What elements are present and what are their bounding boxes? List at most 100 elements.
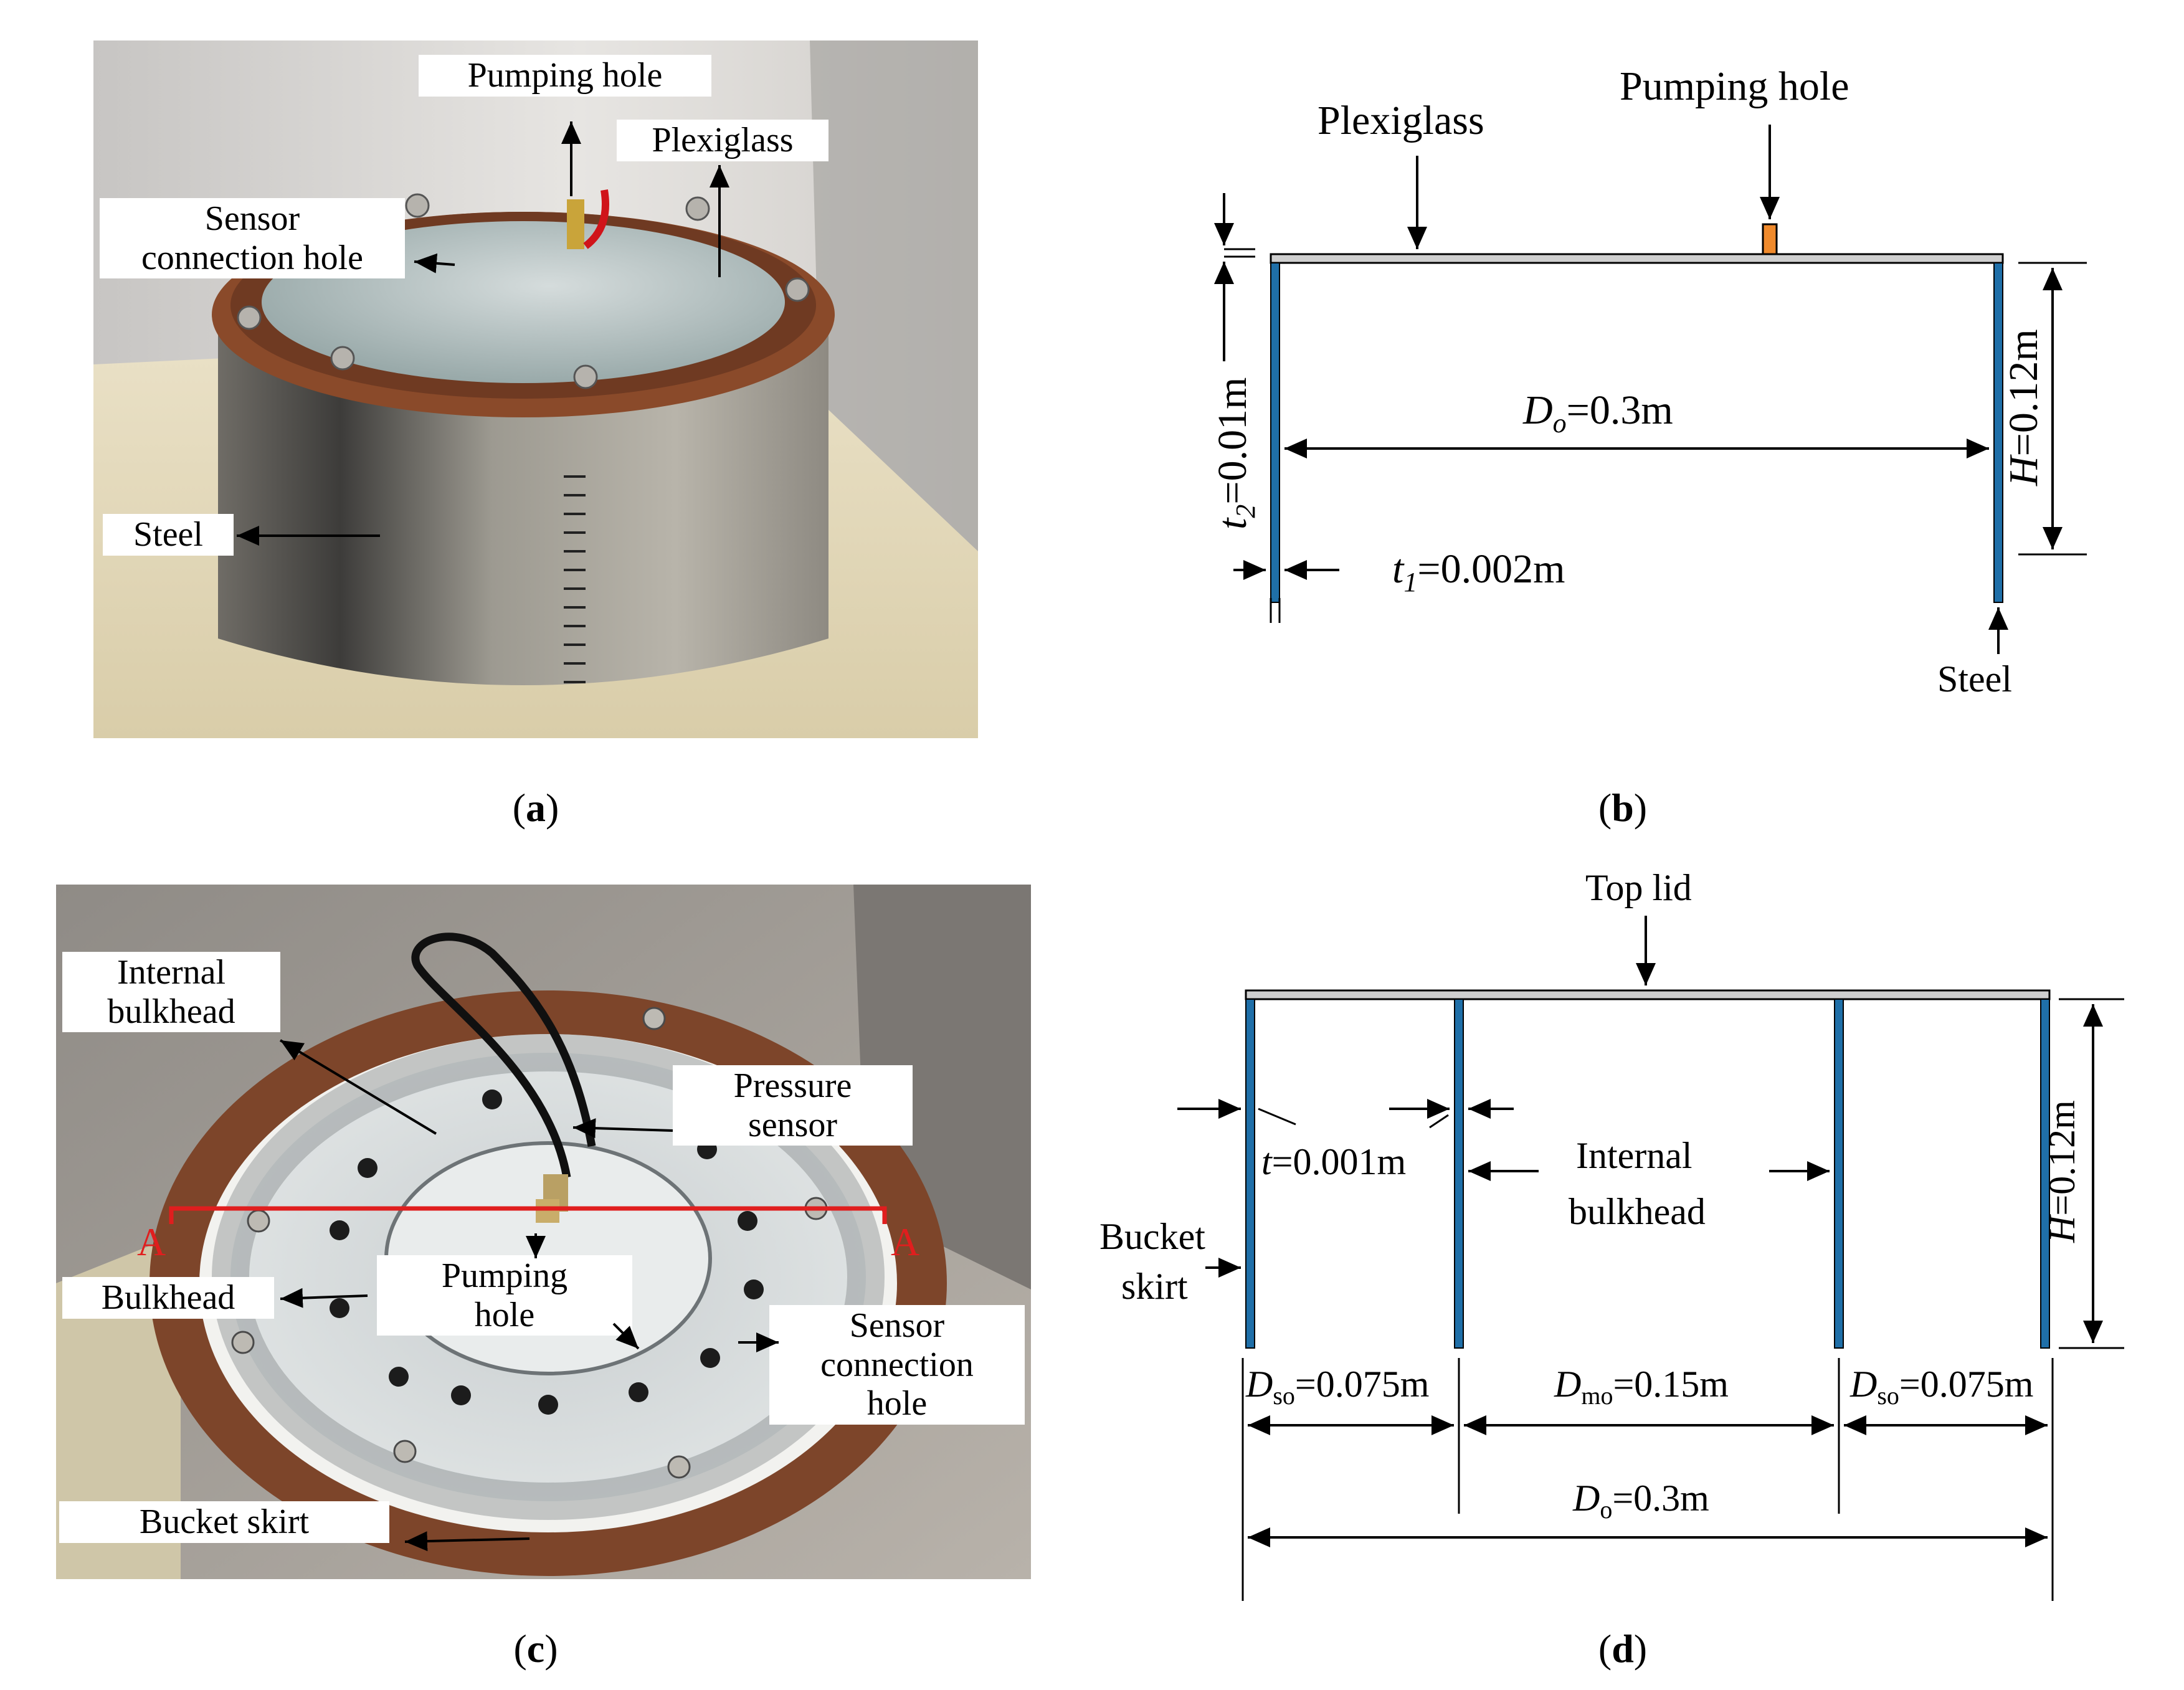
label-internal-bulkhead-d-line2: bulkhead xyxy=(1569,1191,1706,1232)
dmo-subscript: mo xyxy=(1581,1382,1613,1410)
t1-value: =0.002m xyxy=(1417,546,1565,592)
dso-left-symbol: D xyxy=(1245,1364,1273,1405)
arrows-panel-a xyxy=(237,121,729,546)
diagram-panel-b: Plexiglass Pumping hole t2=0.01m Do=0.3m… xyxy=(1134,37,2106,760)
arrows-panel-c: A A xyxy=(137,1039,919,1552)
arrow-sensor-hole-a xyxy=(414,253,455,273)
internal-bulkhead-left-d xyxy=(1454,999,1464,1349)
label-pressure-sensor-c-line1: Pressure xyxy=(733,1066,852,1105)
steel-wall-right-b xyxy=(1993,262,2003,603)
bucket-skirt-left-d xyxy=(1245,999,1255,1349)
label-internal-bulkhead-c-line1: Internal xyxy=(116,953,226,992)
dso-left-subscript: so xyxy=(1273,1382,1295,1410)
plexiglass-lid-b xyxy=(1270,253,2004,264)
arrow-bucket-skirt-c xyxy=(404,1531,530,1552)
h-value-b: =0.12m xyxy=(2001,329,2046,456)
label-sensor-hole-c-line2: connection xyxy=(820,1345,974,1384)
label-t1-b: t1=0.002m xyxy=(1392,546,1565,597)
dmo-symbol: D xyxy=(1554,1364,1581,1405)
label-steel-a: Steel xyxy=(103,514,234,556)
label-pumping-hole-a-text: Pumping hole xyxy=(467,56,663,95)
do-value-b: =0.3m xyxy=(1567,387,1673,433)
t1-symbol: t xyxy=(1392,546,1405,592)
label-pumping-hole-a: Pumping hole xyxy=(419,55,711,97)
caption-d-letter: d xyxy=(1612,1626,1634,1671)
label-internal-bulkhead-c-line2: bulkhead xyxy=(107,992,235,1031)
label-sensor-hole-a-line1: Sensor xyxy=(204,199,300,238)
dso-left-value: =0.075m xyxy=(1295,1364,1430,1405)
label-bucket-skirt-c: Bucket skirt xyxy=(59,1501,389,1543)
label-internal-bulkhead-c: Internal bulkhead xyxy=(62,952,280,1033)
caption-b: (b) xyxy=(1598,786,1648,830)
t-value-d: =0.001m xyxy=(1272,1141,1407,1182)
label-do-b: Do=0.3m xyxy=(1522,387,1673,439)
label-plexiglass-a-text: Plexiglass xyxy=(652,121,794,159)
label-dso-right-d: Dso=0.075m xyxy=(1849,1364,2033,1410)
t2-value: =0.01m xyxy=(1210,377,1255,505)
do-subscript-d: o xyxy=(1600,1496,1612,1524)
caption-d: (d) xyxy=(1598,1626,1648,1671)
label-pumping-hole-b: Pumping hole xyxy=(1620,64,1849,109)
top-lid-d xyxy=(1245,989,2051,1000)
photo-panel-a xyxy=(93,40,978,738)
h-value-d: =0.12m xyxy=(2041,1100,2082,1216)
do-value-d: =0.3m xyxy=(1612,1478,1709,1519)
internal-bulkhead-right-d xyxy=(1834,999,1844,1349)
label-bucket-skirt-d-line2: skirt xyxy=(1121,1266,1188,1307)
t2-symbol: t xyxy=(1210,517,1255,529)
label-sensor-hole-c-line3: hole xyxy=(866,1384,928,1423)
label-pumping-hole-c-line1: Pumping xyxy=(441,1256,568,1295)
label-pressure-sensor-c: Pressure sensor xyxy=(673,1065,913,1146)
dso-right-symbol: D xyxy=(1849,1364,1877,1405)
label-steel-a-text: Steel xyxy=(133,515,203,554)
bucket-photo-a xyxy=(93,40,978,738)
t2-subscript: 2 xyxy=(1230,505,1261,518)
caption-a-letter: a xyxy=(526,786,546,830)
steel-wall-left-b xyxy=(1270,262,1280,603)
bucket-section-b: Plexiglass Pumping hole t2=0.01m Do=0.3m… xyxy=(1210,64,2087,700)
dso-right-subscript: so xyxy=(1877,1382,1899,1410)
caption-b-letter: b xyxy=(1612,786,1634,830)
label-dso-left-d: Dso=0.075m xyxy=(1245,1364,1429,1410)
arrow-pumping-hole-c-2 xyxy=(612,1322,640,1350)
bucket-skirt-right-d xyxy=(2040,999,2050,1349)
label-bucket-skirt-d-line1: Bucket xyxy=(1099,1216,1205,1257)
dso-right-value: =0.075m xyxy=(1899,1364,2034,1405)
pumping-hole-stub-b xyxy=(1762,223,1778,255)
do-symbol-b: D xyxy=(1522,387,1553,433)
do-subscript-b: o xyxy=(1553,408,1567,439)
caption-c: (c) xyxy=(513,1626,558,1671)
label-sensor-hole-a: Sensor connection hole xyxy=(100,198,405,279)
label-pressure-sensor-c-line2: sensor xyxy=(748,1105,838,1144)
arrow-bulkhead-c xyxy=(280,1288,368,1308)
dmo-value: =0.15m xyxy=(1613,1364,1729,1405)
label-dmo-d: Dmo=0.15m xyxy=(1554,1364,1729,1410)
label-h-b: H=0.12m xyxy=(2001,329,2046,487)
label-bulkhead-c: Bulkhead xyxy=(62,1277,274,1319)
section-label-right: A xyxy=(891,1220,919,1264)
do-symbol-d: D xyxy=(1572,1478,1600,1519)
arrow-internal-bulkhead-c xyxy=(279,1039,437,1135)
caption-a: (a) xyxy=(512,786,559,830)
label-sensor-hole-a-line2: connection hole xyxy=(141,238,364,277)
label-pumping-hole-c-line2: hole xyxy=(474,1295,535,1334)
label-plexiglass-a: Plexiglass xyxy=(617,120,828,161)
label-t2-b: t2=0.01m xyxy=(1210,377,1261,529)
label-pumping-hole-c: Pumping hole xyxy=(377,1255,632,1336)
caption-c-letter: c xyxy=(526,1626,545,1671)
label-do-d: Do=0.3m xyxy=(1572,1478,1709,1524)
t-symbol-d: t xyxy=(1261,1141,1273,1182)
bucket-section-d: Top lid t=0.001m Internal bulkhead Bucke… xyxy=(1099,867,2124,1601)
label-sensor-hole-c-line1: Sensor xyxy=(849,1306,945,1345)
section-label-left: A xyxy=(137,1220,166,1264)
label-top-lid-d: Top lid xyxy=(1585,867,1692,908)
label-bulkhead-c-text: Bulkhead xyxy=(101,1278,235,1317)
t1-subscript: 1 xyxy=(1403,567,1417,597)
label-t-d: t=0.001m xyxy=(1261,1141,1406,1182)
h-symbol-d: H xyxy=(2041,1213,2082,1243)
section-line-a-a xyxy=(169,1206,887,1224)
label-sensor-hole-c: Sensor connection hole xyxy=(769,1305,1025,1425)
label-h-d: H=0.12m xyxy=(2041,1100,2082,1243)
label-plexiglass-b: Plexiglass xyxy=(1318,98,1484,143)
label-bucket-skirt-c-text: Bucket skirt xyxy=(139,1502,310,1541)
